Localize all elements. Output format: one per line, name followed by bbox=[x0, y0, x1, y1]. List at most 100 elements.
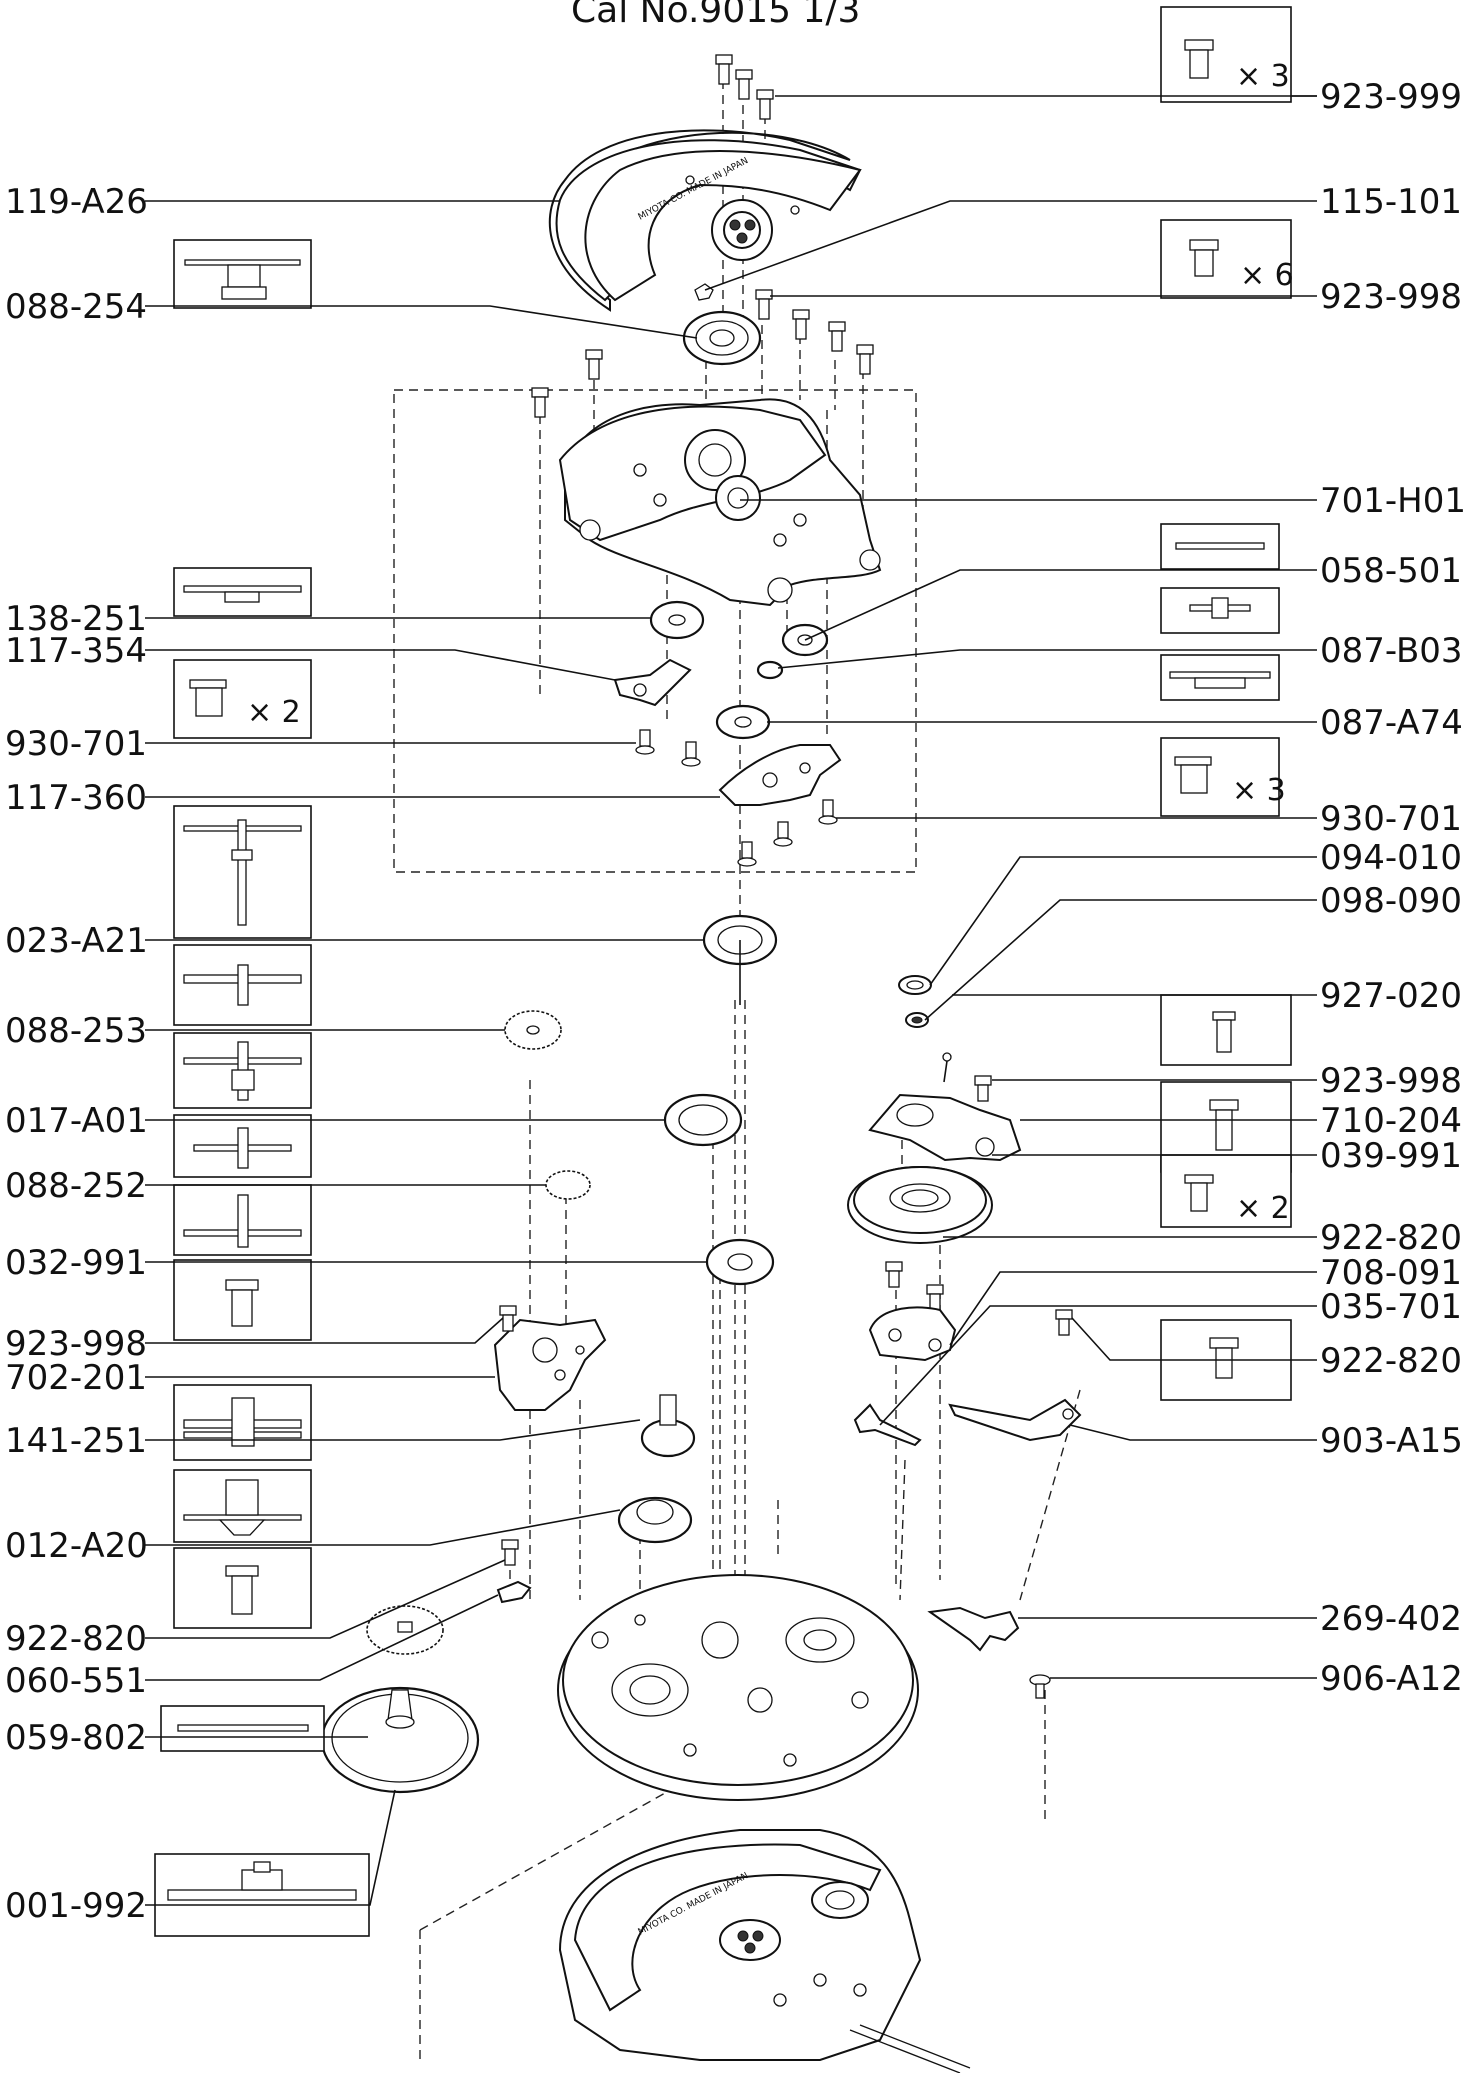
lever-035-701 bbox=[853, 1403, 922, 1447]
label-094-010: 094-010 bbox=[1320, 838, 1462, 878]
gear-087-B03 bbox=[756, 660, 784, 680]
label-922-820-b: 922-820 bbox=[1320, 1341, 1462, 1381]
screw-icon bbox=[926, 1284, 944, 1311]
part-115-101 bbox=[694, 283, 714, 301]
bridge-plate-701-H01 bbox=[558, 398, 882, 607]
inset-box-059-802 bbox=[160, 1705, 325, 1752]
gear-032-991 bbox=[705, 1238, 775, 1286]
plate-117-360 bbox=[718, 744, 842, 806]
balance-wheel-039-991 bbox=[847, 1166, 993, 1244]
label-708-091: 708-091 bbox=[1320, 1253, 1462, 1293]
label-098-090: 098-090 bbox=[1320, 881, 1462, 921]
inset-box-023-A21 bbox=[173, 805, 312, 939]
part-labels: 923-999 119-A26 115-101 088-254 923-998 … bbox=[5, 77, 1466, 1926]
multiplier-922-820: × 2 bbox=[1236, 1191, 1290, 1226]
label-059-802: 059-802 bbox=[5, 1718, 147, 1758]
inset-box-087-B03 bbox=[1160, 587, 1280, 634]
label-906-A12: 906-A12 bbox=[1320, 1659, 1463, 1699]
label-930-701-a: 930-701 bbox=[5, 724, 147, 764]
inset-box-930-701-b: × 3 bbox=[1160, 737, 1286, 817]
screws-930-701-a bbox=[635, 729, 701, 767]
screw-906-A12 bbox=[1029, 1674, 1051, 1699]
screw-927-020 bbox=[942, 1052, 952, 1083]
balance-cock-710-204 bbox=[868, 1093, 1022, 1162]
label-001-992: 001-992 bbox=[5, 1886, 147, 1926]
inset-box-922-820-left bbox=[173, 1547, 312, 1629]
inset-box-088-253 bbox=[173, 944, 312, 1026]
label-032-991: 032-991 bbox=[5, 1243, 147, 1283]
inset-box-923-998-left bbox=[173, 1259, 312, 1341]
plate-117-354 bbox=[613, 658, 692, 707]
label-117-354: 117-354 bbox=[5, 631, 147, 671]
label-017-A01: 017-A01 bbox=[5, 1101, 148, 1141]
bridge-assembly-group-outline bbox=[393, 389, 917, 873]
screw-icon bbox=[681, 741, 701, 767]
main-plate bbox=[557, 1574, 919, 1801]
inset-box-001-992 bbox=[154, 1853, 370, 1937]
label-138-251: 138-251 bbox=[5, 599, 147, 639]
screw-922-820-right2 bbox=[1055, 1309, 1073, 1336]
screws-923-998 bbox=[531, 289, 874, 418]
gear-012-A20 bbox=[617, 1496, 693, 1544]
screw-923-998-mid bbox=[499, 1305, 517, 1332]
screws-930-701-b bbox=[737, 799, 838, 867]
screw-icon bbox=[737, 841, 757, 867]
leader-lines bbox=[145, 95, 1317, 1906]
label-923-999: 923-999 bbox=[1320, 77, 1462, 117]
inset-box-088-254 bbox=[173, 239, 312, 309]
screw-icon bbox=[856, 344, 874, 375]
multiplier-923-998: × 6 bbox=[1240, 258, 1294, 293]
inset-box-923-998-right bbox=[1160, 994, 1292, 1066]
label-087-A74: 087-A74 bbox=[1320, 703, 1463, 743]
spring-903-A15 bbox=[948, 1398, 1082, 1442]
multiplier-930-701-a: × 2 bbox=[247, 695, 301, 730]
inset-box-922-820: × 2 bbox=[1160, 1154, 1292, 1228]
label-035-701: 035-701 bbox=[1320, 1287, 1462, 1327]
inset-box-058-501 bbox=[1160, 523, 1280, 570]
screw-icon bbox=[585, 349, 603, 380]
inset-box-012-A20 bbox=[173, 1469, 312, 1543]
label-058-501: 058-501 bbox=[1320, 551, 1462, 591]
screw-icon bbox=[885, 1261, 903, 1288]
screw-icon bbox=[755, 289, 773, 320]
label-060-551: 060-551 bbox=[5, 1661, 147, 1701]
inset-box-923-999: × 3 bbox=[1160, 6, 1292, 103]
label-039-991: 039-991 bbox=[1320, 1136, 1462, 1176]
label-088-252: 088-252 bbox=[5, 1166, 147, 1206]
gear-088-254 bbox=[682, 310, 762, 366]
label-119-A26: 119-A26 bbox=[5, 182, 148, 222]
screw-icon bbox=[792, 309, 810, 340]
screw-icon bbox=[756, 89, 774, 120]
label-922-820-c: 922-820 bbox=[5, 1619, 147, 1659]
screw-923-998-right bbox=[974, 1075, 992, 1102]
screw-icon bbox=[773, 821, 793, 847]
screw-922-820-left bbox=[501, 1539, 519, 1566]
barrel-001-992 bbox=[320, 1686, 480, 1794]
jewel-094-010 bbox=[898, 975, 932, 995]
screws-922-820-right bbox=[885, 1261, 944, 1311]
bridge-708-091 bbox=[868, 1306, 957, 1362]
label-923-998-c: 923-998 bbox=[5, 1324, 147, 1364]
gear-141-251 bbox=[640, 1394, 696, 1458]
screw-icon bbox=[828, 321, 846, 352]
gear-138-251 bbox=[649, 600, 705, 640]
label-088-253: 088-253 bbox=[5, 1011, 147, 1051]
label-088-254: 088-254 bbox=[5, 287, 147, 327]
bridge-702-201 bbox=[493, 1318, 607, 1411]
gear-059-802 bbox=[366, 1605, 444, 1655]
label-710-204: 710-204 bbox=[1320, 1101, 1462, 1141]
gear-088-252 bbox=[545, 1170, 591, 1200]
label-923-998-b: 923-998 bbox=[1320, 1061, 1462, 1101]
label-923-998-a: 923-998 bbox=[1320, 277, 1462, 317]
label-930-701-b: 930-701 bbox=[1320, 799, 1462, 839]
multiplier-923-999: × 3 bbox=[1236, 59, 1290, 94]
inset-box-930-701-a: × 2 bbox=[173, 659, 312, 739]
rotor-top bbox=[548, 129, 862, 312]
part-060-551 bbox=[496, 1580, 532, 1604]
inset-box-032-991 bbox=[173, 1184, 312, 1256]
jewel-098-090 bbox=[905, 1012, 929, 1028]
gear-017-A01 bbox=[663, 1093, 743, 1147]
label-702-201: 702-201 bbox=[5, 1358, 147, 1398]
screws-923-999 bbox=[715, 54, 774, 120]
